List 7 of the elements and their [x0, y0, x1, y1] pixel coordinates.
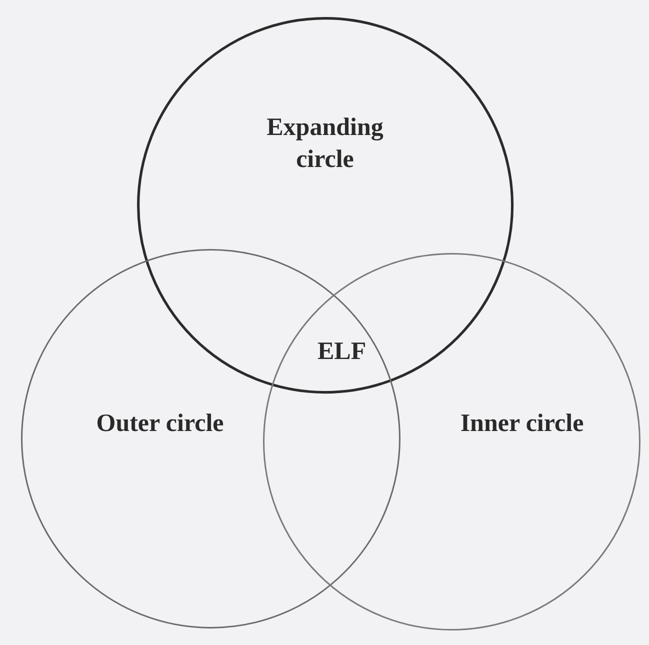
region-label: ELF [318, 338, 366, 366]
venn-circle [136, 16, 514, 394]
venn-circle [263, 253, 641, 631]
circle-label: Inner circle [459, 409, 585, 439]
circle-label: Expanding circle [266, 112, 384, 175]
circle-label: Outer circle [95, 409, 225, 439]
venn-circle [21, 249, 401, 629]
